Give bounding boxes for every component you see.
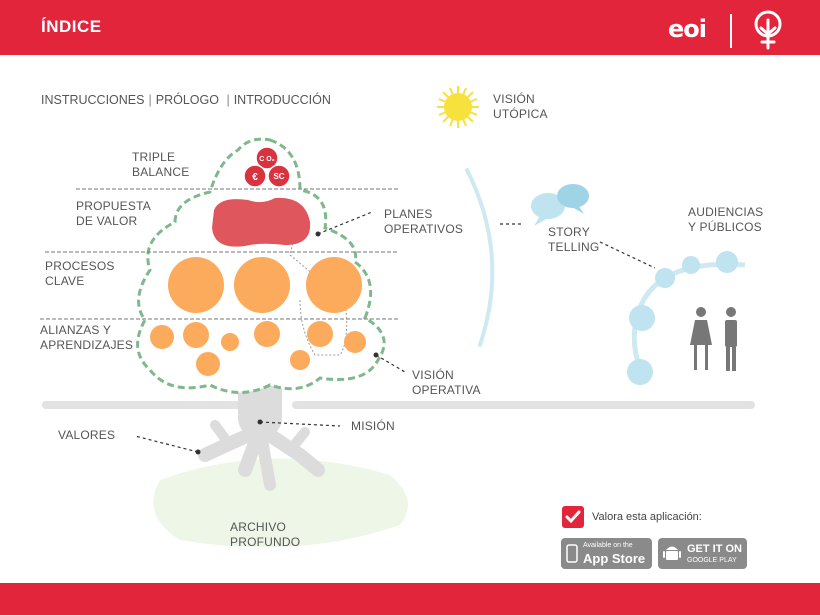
co2-icon: C O₂: [259, 156, 275, 163]
header-bar: ÍNDICE eoi: [0, 0, 820, 55]
horizon-line-right: [292, 401, 755, 409]
app-store-button[interactable]: Available on the App Store: [561, 538, 652, 569]
section-nav: INSTRUCCIONES|PRÓLOGO |INTRODUCCIÓN: [41, 93, 331, 107]
label-story-telling[interactable]: STORY TELLING: [548, 225, 600, 254]
horizon-line-left: [42, 401, 282, 409]
planes-operativos-boundary: [289, 207, 348, 356]
google-play-button[interactable]: GET IT ON GOOGLE PLAY: [658, 538, 747, 569]
nav-separator: |: [148, 93, 152, 107]
app-store-small-text: Available on the: [583, 542, 633, 549]
nav-introduccion[interactable]: INTRODUCCIÓN: [233, 93, 331, 107]
google-play-big-text: GET IT ON: [687, 543, 742, 555]
sc-icon: SC: [273, 172, 284, 181]
rate-checkbox[interactable]: [562, 506, 584, 528]
triple-balance-icons[interactable]: C O₂ € SC: [243, 146, 291, 188]
logo-divider: [730, 14, 732, 48]
label-archivo-profundo[interactable]: ARCHIVO PROFUNDO: [230, 520, 301, 549]
alianzas-circles[interactable]: [150, 321, 366, 376]
google-play-small-text: GOOGLE PLAY: [687, 557, 737, 564]
propuesta-valor-shape[interactable]: [212, 197, 311, 247]
rate-label: Valora esta aplicación:: [592, 511, 702, 523]
vision-arc: [465, 168, 495, 347]
label-alianzas[interactable]: ALIANZAS Y APRENDIZAJES: [40, 323, 134, 352]
tree-logo-icon: [754, 10, 782, 50]
label-propuesta-valor[interactable]: PROPUESTA DE VALOR: [76, 199, 151, 228]
archivo-profundo-area[interactable]: [153, 458, 408, 548]
label-audiencias[interactable]: AUDIENCIAS Y PÚBLICOS: [688, 205, 764, 234]
nav-prologo[interactable]: PRÓLOGO: [155, 93, 219, 107]
people-icon[interactable]: [690, 307, 737, 371]
speech-bubbles-icon[interactable]: [531, 184, 589, 226]
sun-icon[interactable]: [437, 86, 479, 128]
label-valores[interactable]: VALORES: [58, 428, 116, 442]
nav-separator: |: [226, 93, 230, 107]
procesos-clave-circles[interactable]: [168, 257, 362, 313]
checkmark-icon: [565, 510, 581, 524]
audience-dots: [627, 251, 738, 385]
pointer-lines: [134, 211, 656, 453]
eoi-logo: eoi: [668, 15, 707, 43]
page-title: ÍNDICE: [41, 17, 102, 36]
label-triple-balance[interactable]: TRIPLE BALANCE: [132, 150, 190, 179]
footer-bar: [0, 583, 820, 615]
label-mision[interactable]: MISIÓN: [351, 419, 395, 433]
nav-instrucciones[interactable]: INSTRUCCIONES: [41, 93, 145, 107]
pointer-dots: [195, 231, 379, 455]
label-procesos-clave[interactable]: PROCESOS CLAVE: [45, 259, 115, 288]
apple-icon: [566, 544, 578, 563]
label-planes-operativos[interactable]: PLANES OPERATIVOS: [384, 207, 464, 236]
euro-icon: €: [252, 172, 258, 183]
android-icon: [663, 546, 681, 560]
app-store-big-text: App Store: [583, 551, 646, 566]
label-vision-utopica[interactable]: VISIÓN UTÓPICA: [493, 92, 548, 121]
level-lines: [40, 188, 398, 320]
label-vision-operativa[interactable]: VISIÓN OPERATIVA: [412, 368, 481, 397]
